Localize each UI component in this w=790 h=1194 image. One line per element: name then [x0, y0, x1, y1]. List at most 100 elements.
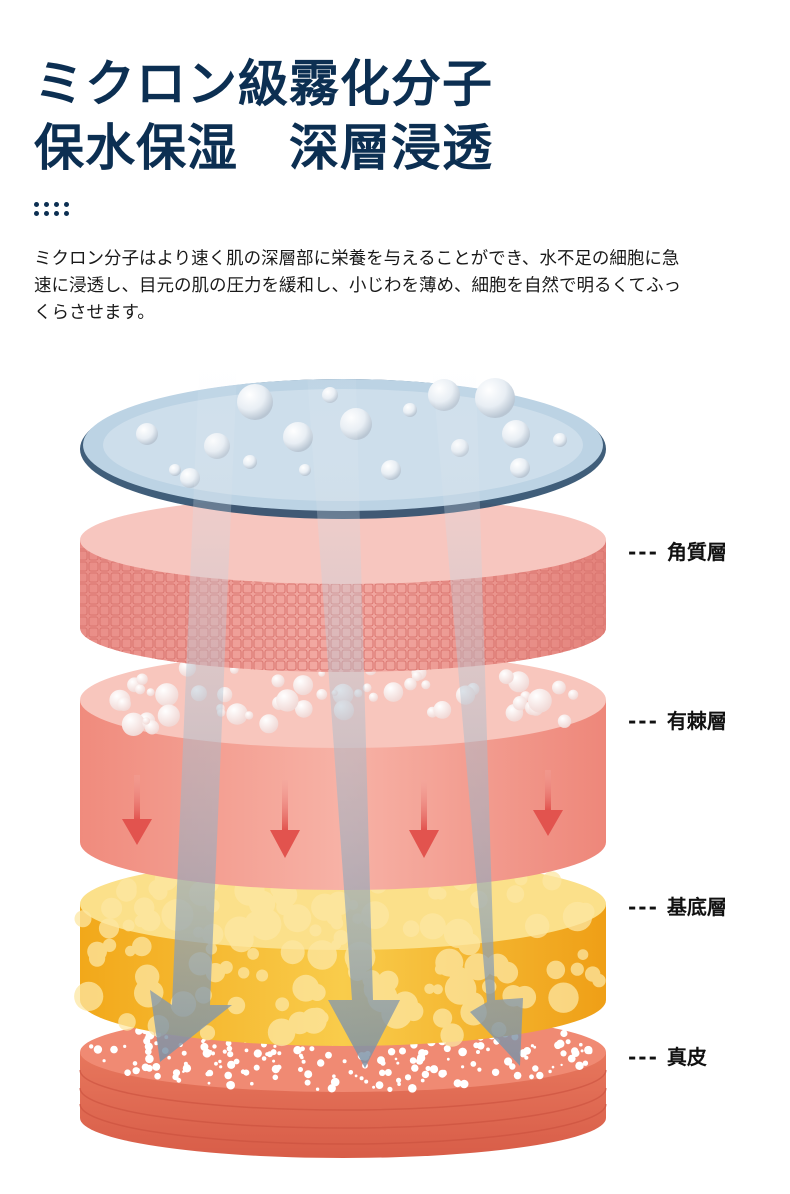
dermis-dot — [560, 1063, 563, 1067]
dermis-dot — [224, 1071, 232, 1080]
dermis-dot — [354, 1074, 358, 1078]
cell — [275, 997, 290, 1012]
dermis-dot — [298, 1067, 303, 1072]
cell — [443, 918, 473, 949]
dermis-dot — [375, 1081, 384, 1089]
cell — [570, 962, 584, 976]
nutrient-bubble — [528, 688, 552, 713]
dermis-dot — [377, 1056, 385, 1065]
cell — [506, 885, 525, 903]
dermis-dot — [587, 1049, 593, 1055]
dermis-dot — [579, 1042, 583, 1047]
cell — [577, 949, 589, 960]
water-bubble — [502, 420, 530, 448]
nutrient-bubble — [293, 675, 314, 696]
dermis-dot — [548, 1069, 552, 1074]
dermis-dot — [396, 1077, 402, 1083]
penetration-arrows — [150, 345, 523, 1068]
dermis-dot — [167, 1055, 171, 1060]
cell — [548, 982, 579, 1013]
dermis-dot — [513, 1071, 522, 1080]
dermis-dot — [394, 1057, 398, 1061]
dermis-dot — [461, 1065, 465, 1069]
cell — [101, 897, 123, 919]
cell — [542, 871, 562, 891]
nutrient-bubble — [135, 684, 146, 695]
dermis-dot — [477, 1067, 482, 1072]
nutrient-bubble — [568, 689, 579, 700]
cell — [419, 913, 446, 940]
dermis-dot — [123, 1044, 127, 1048]
dermis-dot — [443, 1045, 451, 1053]
headline: ミクロン級霧化分子 保水保湿 深層浸透 — [34, 52, 493, 180]
dermis-dot — [420, 1078, 425, 1083]
dermis-dot — [304, 1079, 311, 1086]
dermis-dot — [273, 1044, 277, 1048]
cell — [309, 924, 322, 937]
dermis-dot — [520, 1051, 526, 1058]
dermis-dot — [240, 1069, 246, 1074]
dermis-dot — [459, 1079, 469, 1089]
dermis-dot — [154, 1072, 161, 1080]
nutrient-bubble — [362, 683, 372, 693]
cell — [311, 893, 339, 921]
cell — [199, 1025, 216, 1041]
dermis-dot — [411, 1064, 419, 1072]
cell — [424, 983, 435, 994]
cell — [433, 1008, 453, 1028]
nutrient-bubble — [276, 689, 299, 712]
water-bubble — [510, 458, 530, 478]
water-bubble — [299, 464, 311, 476]
dermis-dot — [227, 1060, 236, 1069]
cell — [122, 919, 135, 932]
dermis-dot — [253, 1049, 262, 1058]
dermis-dot — [317, 1059, 325, 1067]
dermis-dot — [399, 1047, 406, 1055]
nutrient-bubble — [271, 674, 285, 688]
dermis-dot — [421, 1070, 430, 1079]
nutrient-bubble — [316, 689, 328, 700]
dermis-dot — [176, 1077, 182, 1083]
water-bubble — [237, 384, 273, 420]
cell — [87, 941, 107, 962]
dermis-dot — [206, 1072, 210, 1077]
dermis-dot — [418, 1049, 427, 1058]
nutrient-bubble — [411, 671, 422, 682]
dermis-dot — [315, 1087, 320, 1091]
dermis-dot — [560, 1029, 568, 1038]
cell — [132, 936, 152, 957]
dermis-dot — [172, 1074, 179, 1081]
dermis-dot — [132, 1061, 138, 1066]
nutrient-bubble — [421, 680, 431, 690]
dermis-dot — [529, 1074, 534, 1080]
nutrient-bubble — [383, 682, 404, 702]
layer-label-dermis: ---真皮 — [628, 1045, 707, 1069]
nutrient-bubble — [259, 714, 279, 734]
cell — [434, 963, 446, 975]
nutrient-bubble — [368, 692, 378, 702]
cell — [135, 964, 160, 989]
dermis-dot — [209, 1050, 212, 1053]
cell — [74, 910, 92, 928]
skin-layer-diagram — [74, 345, 607, 1158]
dermis-dot — [446, 1057, 450, 1061]
dermis-dot — [582, 1060, 589, 1066]
dermis-dot — [491, 1068, 500, 1077]
dermis-dot — [387, 1048, 396, 1056]
dermis-dot — [384, 1069, 392, 1076]
cell — [256, 969, 269, 982]
dermis-dot — [533, 1045, 537, 1049]
dermis-dot — [523, 1047, 531, 1055]
dermis-dot — [359, 1076, 364, 1081]
dermis-dot — [397, 1082, 401, 1086]
cell — [249, 908, 282, 941]
dermis-dot — [226, 1045, 233, 1052]
dermis-dot — [132, 1067, 140, 1075]
dermis-dot — [327, 1084, 336, 1093]
dermis-dot — [89, 1044, 94, 1049]
dermis-dot — [387, 1086, 393, 1092]
dermis-dot — [144, 1042, 153, 1051]
cell — [402, 920, 420, 937]
water-bubble — [243, 455, 257, 469]
water-bubble — [283, 422, 313, 452]
